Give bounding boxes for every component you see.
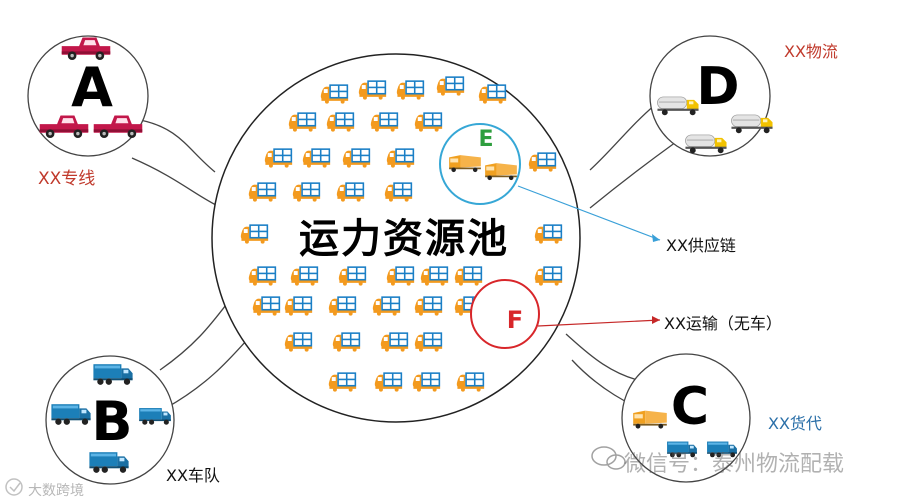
connector-A-top — [139, 119, 216, 173]
mini-truck-icon — [420, 266, 449, 286]
connector-D-top — [589, 103, 657, 171]
mini-truck-icon — [336, 182, 365, 202]
node-E-label: XX供应链 — [666, 236, 736, 255]
mini-truck-icon — [326, 112, 355, 132]
mini-truck-icon — [370, 112, 399, 132]
connector-D-bottom — [589, 141, 677, 209]
mini-truck-icon — [380, 332, 409, 352]
mini-truck-icon — [412, 372, 441, 392]
mini-truck-icon — [284, 296, 313, 316]
mini-truck-icon — [414, 296, 443, 316]
mini-truck-icon — [290, 266, 319, 286]
mini-truck-icon — [288, 112, 317, 132]
node-C-letter: C — [671, 377, 709, 437]
node-F-circle — [470, 279, 540, 349]
node-C-label: XX货代 — [768, 414, 822, 433]
mini-truck-icon — [454, 266, 483, 286]
mini-truck-icon — [248, 266, 277, 286]
mini-truck-icon — [386, 148, 415, 168]
connector-F-arrow — [537, 319, 661, 327]
mini-truck-icon — [248, 182, 277, 202]
mini-truck-icon — [384, 182, 413, 202]
mini-truck-icon — [456, 372, 485, 392]
node-B-letter: B — [91, 390, 132, 453]
mini-truck-icon — [396, 80, 425, 100]
mini-truck-icon — [302, 148, 331, 168]
mini-truck-icon — [534, 224, 563, 244]
mini-truck-icon — [328, 296, 357, 316]
connector-C-top — [565, 333, 648, 383]
mini-truck-icon — [386, 266, 415, 286]
mini-truck-icon — [342, 148, 371, 168]
connector-B-bottom — [165, 329, 257, 409]
mini-truck-icon — [328, 372, 357, 392]
mini-truck-icon — [534, 266, 563, 286]
node-D-label: XX物流 — [784, 42, 838, 61]
node-D-letter: D — [696, 57, 739, 117]
connector-E-arrow — [517, 185, 661, 241]
watermark-brand-text: 大数跨境 — [28, 483, 84, 499]
node-A-label: XX专线 — [38, 169, 96, 189]
mini-truck-icon — [320, 84, 349, 104]
node-B-circle — [45, 355, 175, 485]
wechat-icon — [591, 446, 626, 470]
node-B-label: XX车队 — [166, 466, 220, 485]
mini-truck-icon — [372, 296, 401, 316]
mini-truck-icon — [358, 80, 387, 100]
node-A-letter: A — [71, 56, 113, 119]
mini-truck-icon — [338, 266, 367, 286]
mini-truck-icon — [414, 112, 443, 132]
mini-truck-icon — [414, 332, 443, 352]
mini-truck-icon — [252, 296, 281, 316]
mini-truck-icon — [374, 372, 403, 392]
brand-logo-icon — [5, 478, 23, 496]
node-F-label: XX运输（无车） — [664, 314, 782, 333]
arrowhead-F — [652, 316, 660, 324]
arrowhead-E — [652, 234, 660, 242]
mini-truck-icon — [240, 224, 269, 244]
watermark-text: 微信号：泰州物流配载 — [624, 452, 845, 477]
node-E-letter: E — [478, 127, 493, 152]
mini-truck-icon — [292, 182, 321, 202]
mini-truck-icon — [478, 84, 507, 104]
pool-title: 运力资源池 — [299, 216, 509, 262]
mini-truck-icon — [436, 76, 465, 96]
node-F-letter: F — [507, 306, 523, 334]
connector-A-bottom — [131, 157, 223, 209]
mini-truck-icon — [264, 148, 293, 168]
mini-truck-icon — [528, 152, 557, 172]
mini-truck-icon — [284, 332, 313, 352]
mini-truck-icon — [332, 332, 361, 352]
